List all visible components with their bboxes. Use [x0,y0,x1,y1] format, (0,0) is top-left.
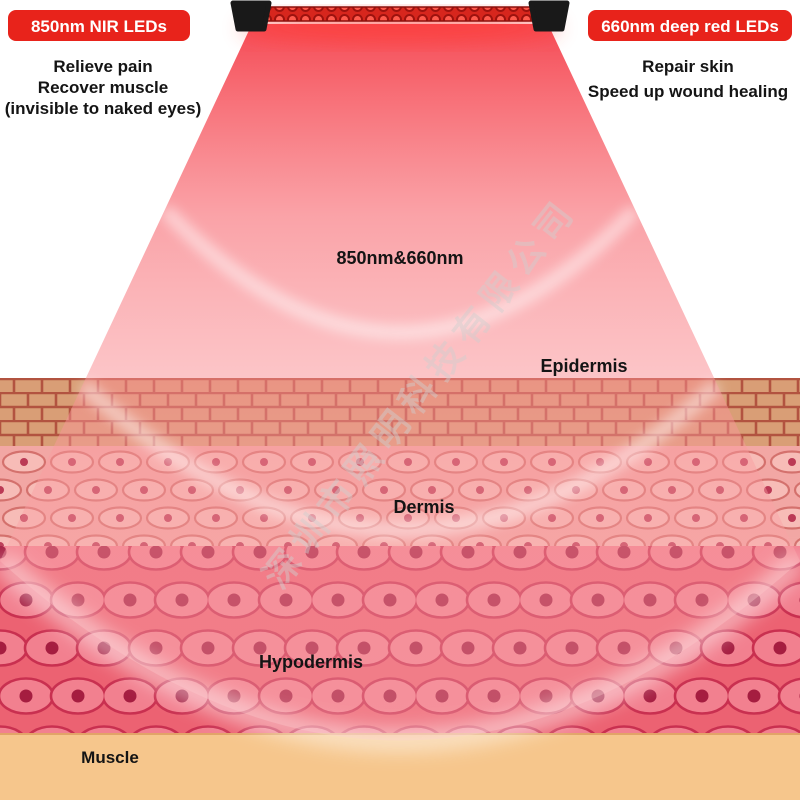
nir-benefits: Relieve pain Recover muscle (invisible t… [5,57,202,118]
led-device [230,0,570,43]
diagram-labels: 850nm&660nm Epidermis Dermis Hypodermis … [81,248,627,767]
light-beam-cone [0,24,800,741]
light-wavefront-arc-1 [159,205,641,340]
epidermis-label: Epidermis [540,356,627,376]
beam-wavelength-label: 850nm&660nm [336,248,463,268]
benefit-line: Recover muscle [38,78,168,97]
benefit-line: Repair skin [642,57,734,76]
nir-led-badge: 850nm NIR LEDs [8,10,190,41]
device-end-cap-right [528,0,570,32]
benefit-line: Speed up wound healing [588,82,788,101]
muscle-label: Muscle [81,748,139,767]
benefit-line: (invisible to naked eyes) [5,99,202,118]
hypodermis-label: Hypodermis [259,652,363,672]
benefit-line: Relieve pain [53,57,152,76]
red-led-badge: 660nm deep red LEDs [588,10,792,41]
red-badge-background [588,10,792,41]
light-wavefronts [0,205,800,751]
nir-badge-background [8,10,190,41]
nir-badge-label: 850nm NIR LEDs [31,17,167,36]
light-wavefront-arc-2 [77,379,723,538]
device-end-cap-left [230,0,272,32]
led-strip [259,6,541,22]
dermis-label: Dermis [393,497,454,517]
red-benefits: Repair skin Speed up wound healing [588,57,788,101]
light-wavefront-arc-3 [0,553,800,751]
red-badge-label: 660nm deep red LEDs [601,17,779,36]
